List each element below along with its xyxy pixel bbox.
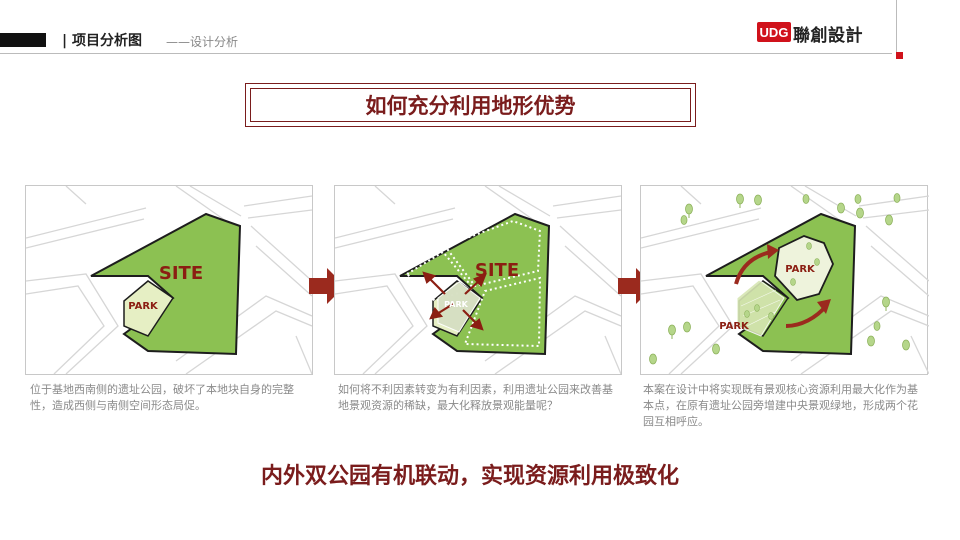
corner-vertical-line [896,0,897,52]
page-section-subtitle: ——设计分析 [166,35,239,49]
title-frame: 如何充分利用地形优势 [250,88,691,122]
park-bottom-label: PARK [719,321,750,332]
main-title: 如何充分利用地形优势 [365,94,576,118]
site-map-3: PARK PARK [641,186,929,374]
panel-3-description: 本案在设计中将实现既有景观核心资源利用最大化作为基本点，在原有遗址公园旁增建中央… [643,383,918,428]
panel-2-description: 如何将不利因素转变为有利因素，利用遗址公园来改善基地景观资源的稀缺，最大化释放景… [338,383,613,412]
site-map-2: SITE PARK [335,186,621,374]
park-top-label: PARK [785,264,816,275]
park-label: PARK [444,300,468,309]
corner-red-square [896,52,903,59]
park-label: PARK [128,301,159,312]
site-label: SITE [159,263,203,284]
title-frame-outer [245,83,696,127]
logo-mark-text: UDG [760,25,789,40]
panel-1-description: 位于基地西南侧的遗址公园，破坏了本地块自身的完整性，造成西侧与南侧空间形态局促。 [30,383,294,412]
page-section-title: | 项目分析图 [62,33,142,49]
diagram-panel-1: SITE PARK [25,185,313,375]
udg-logo-icon: UDG [757,22,791,42]
header-divider [0,53,892,54]
diagram-panel-2: SITE PARK [334,185,622,375]
header-accent-bar [0,33,46,47]
site-map-1: SITE PARK [26,186,312,374]
brand-name: 聯創設計 [793,26,863,46]
diagram-panel-3: PARK PARK [640,185,929,375]
site-label: SITE [475,260,519,281]
conclusion-text: 内外双公园有机联动，实现资源利用极致化 [260,464,679,489]
